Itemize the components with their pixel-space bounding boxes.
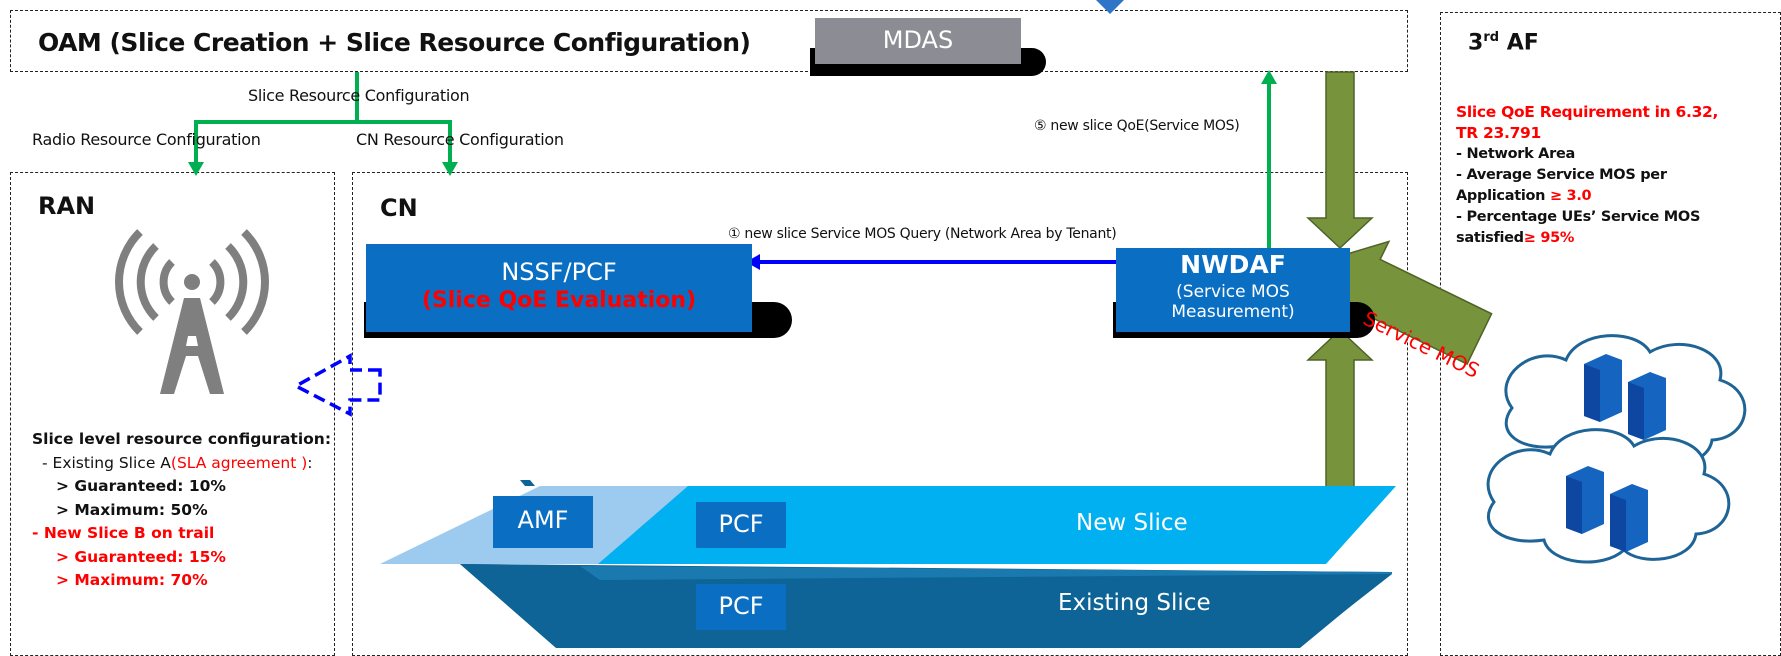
af-item4: - Percentage UEs’ Service MOS <box>1456 209 1701 225</box>
step1-label: ① new slice Service MOS Query (Network A… <box>728 226 1117 242</box>
af-item5: satisfied≥ 95% <box>1456 228 1718 249</box>
ran-title: RAN <box>38 192 96 220</box>
nwdaf-sublabel-2: Measurement) <box>1171 302 1295 322</box>
cn-title: CN <box>380 194 418 222</box>
cn-arrow-head <box>442 162 458 176</box>
ran-dashed-arrow <box>292 353 382 417</box>
existing-guaranteed: > Guaranteed: 10% <box>56 477 226 495</box>
af-title-main: 3 <box>1468 30 1484 56</box>
ran-config-title: Slice level resource configuration: <box>32 430 332 448</box>
top-triangle-icon <box>1096 0 1124 14</box>
new-guaranteed: > Guaranteed: 15% <box>56 547 226 566</box>
qoe-up-head <box>1261 70 1277 84</box>
af-item3-prefix: Application <box>1456 188 1550 204</box>
radio-resource-label: Radio Resource Configuration <box>32 130 261 149</box>
pcf-existing-label: PCF <box>718 592 764 620</box>
af-req-line1: Slice QoE Requirement in 6.32, <box>1456 103 1719 121</box>
step5-label: ⑤ new slice QoE(Service MOS) <box>1034 118 1240 134</box>
af-item1: - Network Area <box>1456 146 1575 162</box>
af-title-sup: rd <box>1483 30 1500 45</box>
oam-container <box>10 10 1408 72</box>
pcf-new-label: PCF <box>718 510 764 538</box>
af-req-line2: TR 23.791 <box>1456 124 1542 142</box>
oam-title: OAM (Slice Creation + Slice Resource Con… <box>38 28 751 57</box>
existing-slice-suffix: : <box>307 453 313 472</box>
existing-slice-sla: (SLA agreement ) <box>170 453 308 472</box>
ran-config: Slice level resource configuration: - Ex… <box>32 428 331 593</box>
new-slice-line: - New Slice B on trail <box>32 524 215 542</box>
existing-slice-label: Existing Slice <box>1058 590 1211 616</box>
nwdaf-box <box>1116 248 1350 332</box>
existing-slice-line: - Existing Slice A(SLA agreement ): <box>32 452 331 476</box>
mdas-box <box>815 18 1021 64</box>
existing-maximum: > Maximum: 50% <box>56 500 208 519</box>
server-icon-2 <box>1566 466 1648 552</box>
nssf-pcf-box <box>366 244 752 332</box>
new-maximum: > Maximum: 70% <box>56 571 208 589</box>
existing-slice-prefix: - Existing Slice A <box>42 453 171 472</box>
cn-resource-label: CN Resource Configuration <box>356 130 564 149</box>
pcf-existing-box <box>696 584 786 630</box>
cloud-icon-2 <box>1486 428 1731 564</box>
nwdaf-label: NWDAF <box>1180 250 1286 279</box>
config-down-arrow <box>1306 71 1374 250</box>
amf-box <box>493 496 593 548</box>
antenna-icon <box>114 229 270 335</box>
af-item3: Application ≥ 3.0 <box>1456 186 1718 207</box>
af-item5-prefix: satisfied <box>1456 230 1524 246</box>
amf-label: AMF <box>517 506 569 534</box>
new-slice-label: New Slice <box>1076 510 1188 536</box>
server-icon-1 <box>1584 354 1666 440</box>
af-item5-value: ≥ 95% <box>1523 230 1575 246</box>
nwdaf-sublabel-1: (Service MOS <box>1176 282 1290 302</box>
af-title-end: AF <box>1499 30 1539 56</box>
slice-up-arrow <box>1306 328 1374 489</box>
radio-arrow-head <box>188 162 204 176</box>
af-item2: - Average Service MOS per <box>1456 167 1667 183</box>
af-title: 3rd AF <box>1468 30 1539 55</box>
query-arrow-head <box>746 254 760 270</box>
af-requirements: Slice QoE Requirement in 6.32, TR 23.791… <box>1456 102 1718 249</box>
nssf-pcf-sublabel: (Slice QoE Evaluation) <box>421 288 697 313</box>
mdas-label: MDAS <box>882 26 954 54</box>
nssf-pcf-label: NSSF/PCF <box>501 258 617 286</box>
slice-resource-label: Slice Resource Configuration <box>248 86 470 105</box>
af-item3-value: ≥ 3.0 <box>1549 188 1592 204</box>
pcf-new-box <box>696 502 786 548</box>
